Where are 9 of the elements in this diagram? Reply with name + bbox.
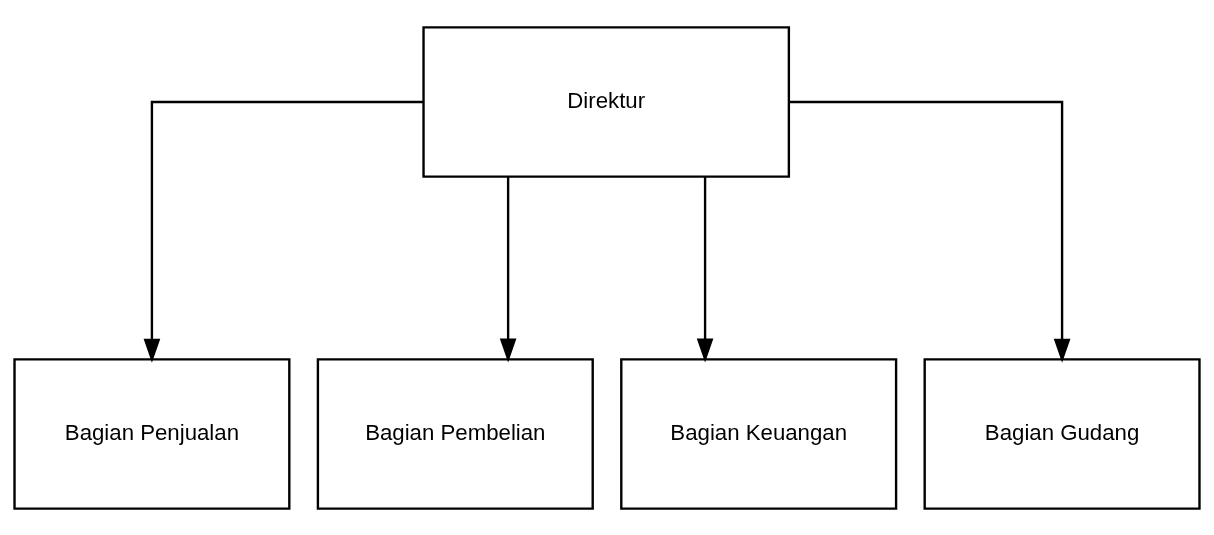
- arrow: [696, 176, 714, 362]
- node-box: Bagian Penjualan: [13, 357, 291, 510]
- node-box: Direktur: [422, 25, 791, 178]
- arrow: [789, 100, 1071, 363]
- node-box: Bagian Pembelian: [316, 357, 594, 510]
- node-box: Bagian Keuangan: [620, 357, 898, 510]
- arrow: [143, 100, 424, 363]
- node-box: Bagian Gudang: [923, 357, 1201, 510]
- arrow: [499, 176, 517, 362]
